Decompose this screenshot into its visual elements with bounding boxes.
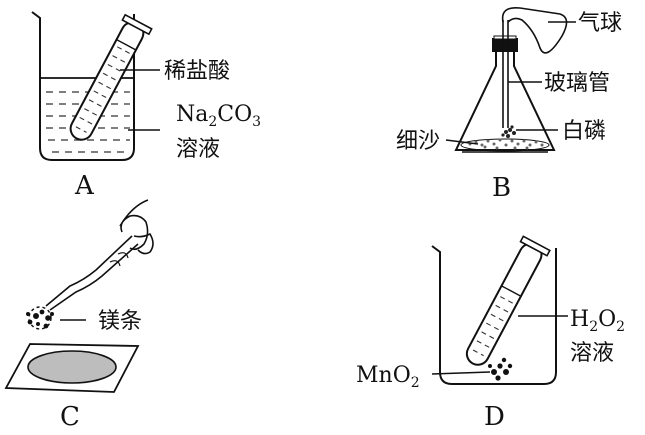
leader-sand — [445, 139, 479, 145]
label-solution-chem-sub2: 3 — [252, 114, 261, 130]
sand-b — [460, 138, 550, 152]
label-h2o2: H2O2 — [570, 307, 625, 335]
panel-letter-b: B — [492, 173, 511, 203]
beaker-a — [31, 11, 135, 161]
panel-a: 稀盐酸 Na2CO3 溶液 A — [31, 11, 261, 201]
panel-letter-a: A — [74, 171, 95, 201]
label-solution-chem-na: Na — [176, 102, 208, 127]
beaker-d — [431, 245, 557, 385]
label-h: H — [570, 307, 589, 332]
label-tube: 玻璃管 — [544, 71, 610, 96]
label-solution-word-d: 溶液 — [570, 341, 614, 366]
panel-letter-d: D — [484, 402, 505, 432]
label-h-sub: 2 — [589, 319, 598, 335]
label-sand: 细沙 — [396, 129, 440, 154]
panel-c: 镁条 C — [4, 199, 154, 432]
label-solution-word-a: 溶液 — [176, 137, 220, 162]
label-balloon: 气球 — [578, 11, 622, 36]
label-mno2: MnO2 — [356, 363, 420, 391]
label-catalyst: MnO — [356, 363, 411, 388]
label-o: O — [598, 307, 616, 332]
stopper-b — [492, 38, 518, 52]
mesh-center-c — [27, 350, 117, 384]
panel-letter-c: C — [60, 402, 80, 432]
balloon-b — [501, 6, 568, 54]
label-catalyst-sub: 2 — [411, 375, 420, 391]
flask-b — [454, 50, 556, 151]
label-solution-chem-co: CO — [217, 102, 252, 127]
hand-c — [119, 199, 154, 255]
label-solution-chem-a: Na2CO3 — [176, 102, 261, 130]
label-o-sub: 2 — [616, 319, 625, 335]
label-phosphorus: 白磷 — [562, 119, 606, 144]
tongs-c — [45, 235, 139, 311]
panel-b: 气球 玻璃管 白磷 细沙 B — [396, 6, 622, 203]
phosphorus-b — [501, 125, 516, 138]
test-tube-a — [69, 13, 153, 141]
mno2-particles-d — [488, 357, 513, 381]
label-solution-chem-sub1: 2 — [208, 114, 217, 130]
label-magnesium: 镁条 — [98, 309, 142, 334]
test-tube-d — [465, 235, 551, 366]
panel-d: H2O2 溶液 MnO2 D — [356, 235, 625, 432]
leader-mno2 — [431, 371, 491, 375]
label-acid: 稀盐酸 — [164, 59, 230, 84]
